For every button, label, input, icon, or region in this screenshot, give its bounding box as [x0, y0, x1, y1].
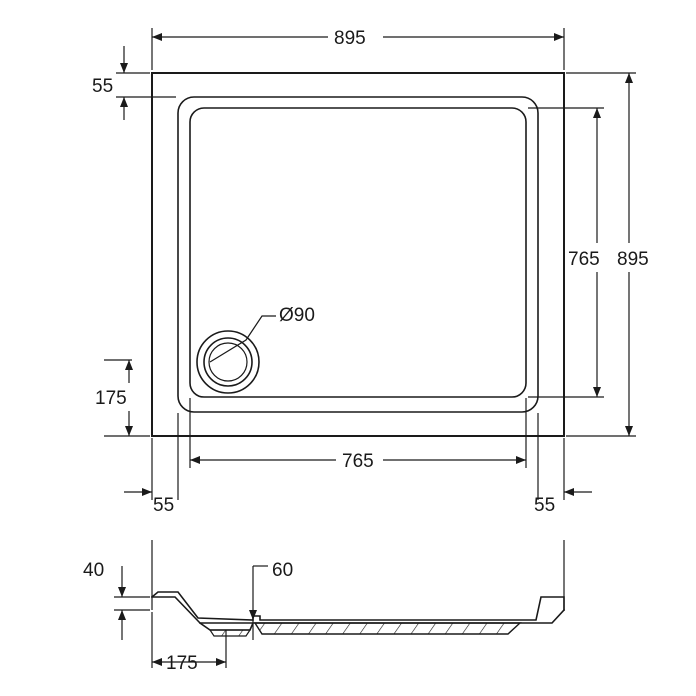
inner-width-label: 765: [342, 451, 374, 472]
dimension-overall-width: 895: [151, 28, 565, 70]
section-view: [150, 540, 566, 637]
dimension-waste-offset-plan: 175: [95, 359, 150, 437]
dimension-rim-left: 55: [124, 413, 179, 516]
waste-outlet-icon: [196, 330, 260, 394]
section-outer-profile: [150, 591, 565, 621]
dimension-inner-depth: 765: [528, 107, 604, 398]
dimension-inner-width: 765: [189, 398, 527, 472]
overall-width-label: 895: [334, 28, 366, 49]
tray-basin-line: [189, 107, 527, 398]
waste-leader-line: [209, 315, 276, 363]
tray-outer-outline: [151, 72, 565, 437]
section-base-hatch: [253, 622, 522, 635]
dimension-waste-offset-section: 175: [151, 612, 227, 674]
waste-diameter-label: Ø90: [279, 305, 315, 326]
plan-view: Ø90: [151, 72, 565, 437]
inner-depth-label: 765: [568, 249, 600, 270]
dimension-rim-top: 55: [92, 46, 176, 120]
waste-offset-plan-label: 175: [95, 388, 127, 409]
dimension-waste-depth: 60: [249, 560, 293, 640]
dimension-tray-height: 40: [83, 560, 150, 640]
rim-right-label: 55: [534, 495, 555, 516]
dimension-rim-right: 55: [534, 413, 592, 516]
rim-top-label: 55: [92, 76, 113, 97]
tray-height-label: 40: [83, 560, 104, 581]
section-waste-pocket: [198, 621, 255, 631]
waste-depth-label: 60: [272, 560, 293, 581]
rim-left-label: 55: [153, 495, 174, 516]
tray-rim-outer-line: [177, 96, 539, 413]
waste-offset-section-label: 175: [166, 653, 198, 674]
dimension-overall-depth: 895: [566, 72, 649, 437]
overall-depth-label: 895: [617, 249, 649, 270]
